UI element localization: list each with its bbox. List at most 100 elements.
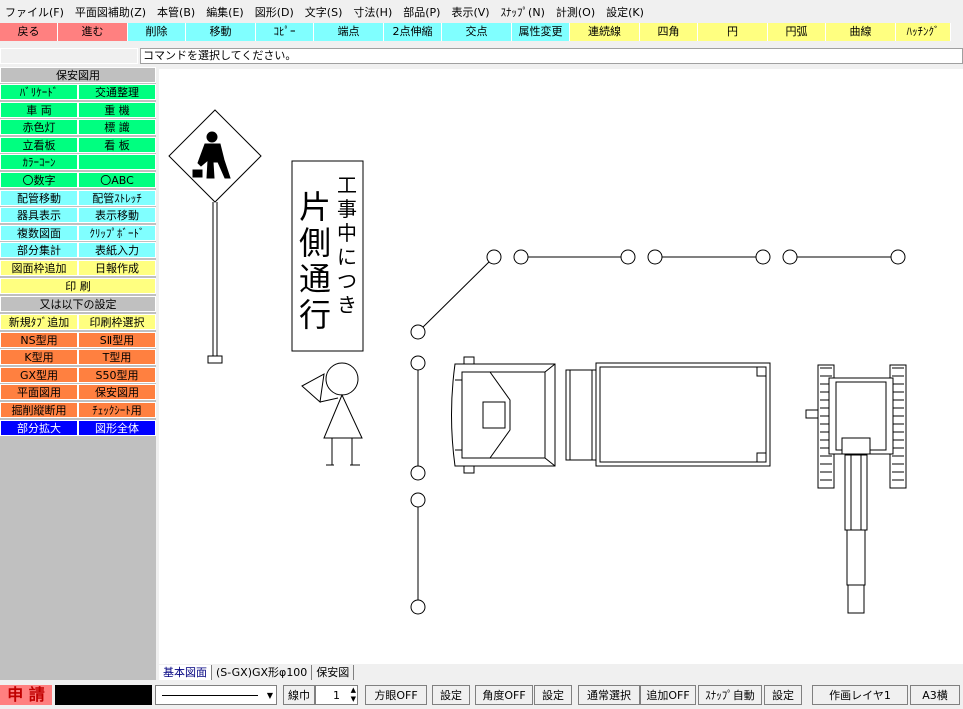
panel-button[interactable]: 立看板 bbox=[0, 136, 78, 153]
panel-button[interactable]: SⅡ型用 bbox=[78, 331, 156, 348]
line-style-select[interactable]: ▼ bbox=[155, 685, 277, 705]
panel-button[interactable]: 印刷枠選択 bbox=[78, 314, 156, 330]
tab-gx-pipe[interactable]: (S-GX)GX形φ100 bbox=[212, 665, 313, 680]
drawing-layer[interactable]: 作画レイヤ1 bbox=[812, 685, 908, 705]
panel-button[interactable]: 新規ﾀﾌﾞ追加 bbox=[0, 314, 78, 330]
panel-row: ｶﾗｰｺｰﾝ bbox=[0, 154, 156, 171]
panel-button[interactable]: 標 識 bbox=[78, 119, 156, 136]
tab-safety-drawing[interactable]: 保安図 bbox=[312, 665, 355, 680]
menu-item[interactable]: 部品(P) bbox=[403, 6, 441, 19]
menu-item[interactable]: 設定(K) bbox=[606, 6, 644, 19]
panel-button[interactable]: 日報作成 bbox=[78, 260, 156, 276]
panel-button[interactable]: 部分拡大 bbox=[0, 419, 78, 436]
panel-row: 車 両重 機 bbox=[0, 101, 156, 119]
menu-item[interactable]: 表示(V) bbox=[451, 6, 490, 19]
toolbar-button[interactable]: 四角 bbox=[640, 23, 698, 41]
panel-button[interactable]: 図面枠追加 bbox=[0, 260, 78, 276]
panel-button[interactable]: ﾁｪｯｸｼｰﾄ用 bbox=[78, 402, 156, 418]
panel-button[interactable]: 平面図用 bbox=[0, 384, 78, 401]
toolbar-button[interactable]: 端点 bbox=[314, 23, 384, 41]
toolbar-button[interactable]: 曲線 bbox=[826, 23, 896, 41]
panel-button[interactable]: 重 機 bbox=[78, 101, 156, 118]
toolbar-button[interactable]: 削除 bbox=[128, 23, 186, 41]
menu-item[interactable]: 本管(B) bbox=[157, 6, 196, 19]
truck-topview[interactable] bbox=[451, 356, 771, 474]
line-width-stepper[interactable]: 1 ▲▼ bbox=[315, 685, 358, 705]
menu-item[interactable]: 図形(D) bbox=[254, 6, 294, 19]
print-button[interactable]: 印 刷 bbox=[0, 278, 156, 294]
paper-size[interactable]: A3横 bbox=[910, 685, 960, 705]
panel-button[interactable]: 保安図用 bbox=[78, 384, 156, 401]
grid-toggle[interactable]: 方眼OFF bbox=[365, 685, 427, 705]
panel-button[interactable]: 表示移動 bbox=[78, 207, 156, 224]
angle-settings-button[interactable]: 設定 bbox=[534, 685, 572, 705]
color-swatch[interactable] bbox=[55, 685, 152, 705]
menu-bar: ファイル(F) 平面図補助(Z) 本管(B) 編集(E) 図形(D) 文字(S) 寸法(H)… bbox=[0, 0, 963, 22]
toolbar-button[interactable]: 交点 bbox=[442, 23, 512, 41]
menu-item[interactable]: 寸法(H) bbox=[353, 6, 393, 19]
snap-toggle[interactable]: ｽﾅｯﾌﾟ自動 bbox=[698, 685, 762, 705]
grid-settings-button[interactable]: 設定 bbox=[432, 685, 470, 705]
toolbar-button[interactable]: ｺﾋﾟｰ bbox=[256, 23, 314, 41]
panel-button[interactable]: 表紙入力 bbox=[78, 242, 156, 259]
menu-item[interactable]: 計測(O) bbox=[555, 6, 596, 19]
toolbar-button[interactable]: 戻る bbox=[0, 23, 58, 41]
panel-button[interactable]: 看 板 bbox=[78, 136, 156, 153]
flagman-figure[interactable] bbox=[301, 362, 363, 466]
spinner-arrows-icon[interactable]: ▲▼ bbox=[350, 686, 356, 703]
toolbar-button[interactable]: 2点伸縮 bbox=[384, 23, 442, 41]
section-title-settings: 又は以下の設定 bbox=[0, 296, 156, 313]
menu-item[interactable]: ファイル(F) bbox=[5, 6, 64, 19]
toolbar-button[interactable]: 属性変更 bbox=[512, 23, 570, 41]
barricade-line[interactable] bbox=[410, 249, 906, 615]
panel-button[interactable]: ｸﾘｯﾌﾟﾎﾞｰﾄﾞ bbox=[78, 224, 156, 241]
toolbar-button[interactable]: 進む bbox=[58, 23, 128, 41]
panel-button[interactable]: 部分集計 bbox=[0, 242, 78, 259]
toolbar-button[interactable]: 円弧 bbox=[768, 23, 826, 41]
toolbar-button[interactable]: 移動 bbox=[186, 23, 256, 41]
panel-button[interactable]: T型用 bbox=[78, 349, 156, 366]
panel-button[interactable]: ﾊﾞﾘｹｰﾄﾞ bbox=[0, 84, 78, 100]
select-mode-button[interactable]: 通常選択 bbox=[578, 685, 640, 705]
panel-button[interactable]: 器具表示 bbox=[0, 207, 78, 224]
panel-button[interactable]: 〇ABC bbox=[78, 172, 156, 188]
print-row[interactable]: 印 刷 bbox=[0, 278, 156, 295]
panel-button[interactable]: 配管移動 bbox=[0, 189, 78, 206]
snap-settings-button[interactable]: 設定 bbox=[764, 685, 802, 705]
tab-base-drawing[interactable]: 基本図面 bbox=[159, 665, 212, 680]
excavator-topview[interactable] bbox=[805, 364, 907, 614]
apply-button[interactable]: 申 請 bbox=[0, 685, 52, 705]
panel-button[interactable]: 赤色灯 bbox=[0, 119, 78, 136]
menu-item[interactable]: 文字(S) bbox=[304, 6, 343, 19]
panel-button[interactable]: NS型用 bbox=[0, 331, 78, 348]
line-style-preview bbox=[162, 695, 258, 696]
panel-button[interactable]: 掘削縦断用 bbox=[0, 402, 78, 418]
toolbar-button[interactable]: 円 bbox=[698, 23, 768, 41]
angle-toggle[interactable]: 角度OFF bbox=[475, 685, 533, 705]
panel-button[interactable]: GX型用 bbox=[0, 366, 78, 383]
panel-button[interactable]: 配管ｽﾄﾚｯﾁ bbox=[78, 189, 156, 206]
sheet-tabs: 基本図面 (S-GX)GX形φ100 保安図 bbox=[159, 665, 963, 680]
panel-button[interactable]: 図形全体 bbox=[78, 419, 156, 436]
toolbar-button[interactable]: 連続線 bbox=[570, 23, 640, 41]
drawing-canvas[interactable]: 工事中につき 片側通行 bbox=[159, 69, 963, 664]
one-way-sign[interactable]: 工事中につき 片側通行 bbox=[291, 160, 364, 352]
panel-button[interactable]: ｶﾗｰｺｰﾝ bbox=[0, 154, 78, 171]
panel-button[interactable]: S50型用 bbox=[78, 366, 156, 383]
panel-row: 器具表示表示移動 bbox=[0, 207, 156, 224]
toolbar-button[interactable]: ﾊｯﾁﾝｸﾞ bbox=[896, 23, 951, 41]
panel-button[interactable]: 複数図面 bbox=[0, 224, 78, 241]
panel-button[interactable]: 車 両 bbox=[0, 101, 78, 118]
drawing-svg[interactable]: 工事中につき 片側通行 bbox=[159, 69, 963, 664]
panel-button[interactable]: 〇数字 bbox=[0, 172, 78, 188]
panel-button[interactable] bbox=[78, 154, 156, 171]
menu-item[interactable]: 平面図補助(Z) bbox=[74, 6, 147, 19]
menu-item[interactable]: 編集(E) bbox=[206, 6, 244, 19]
menu-item[interactable]: ｽﾅｯﾌﾟ(N) bbox=[500, 6, 545, 19]
panel-button[interactable]: K型用 bbox=[0, 349, 78, 366]
construction-sign[interactable] bbox=[168, 109, 262, 364]
add-toggle[interactable]: 追加OFF bbox=[640, 685, 696, 705]
panel-button[interactable]: 交通整理 bbox=[78, 84, 156, 100]
